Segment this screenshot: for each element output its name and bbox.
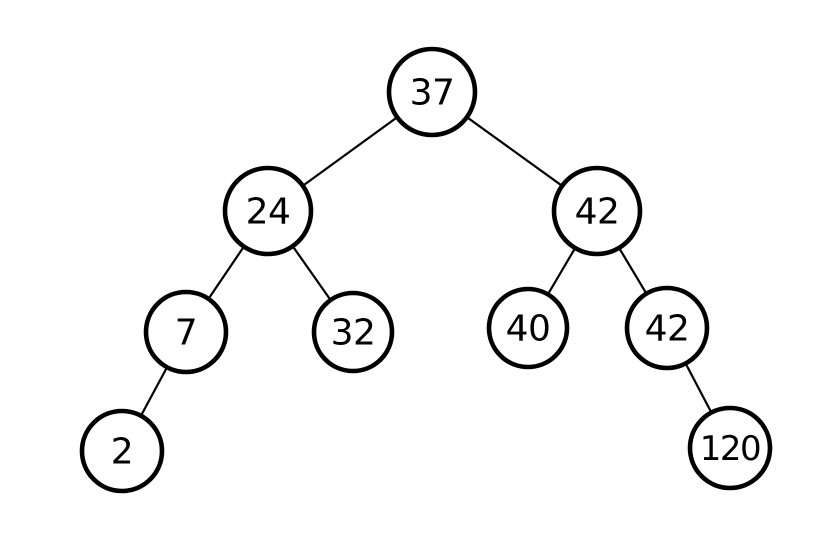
node-circle <box>687 405 773 491</box>
node-circle <box>222 165 314 257</box>
node-label: 2 <box>111 432 133 473</box>
tree-node[interactable]: 32 <box>311 290 395 374</box>
tree-node[interactable]: 24 <box>222 165 314 257</box>
node-circle <box>386 46 478 138</box>
node-circle <box>311 290 395 374</box>
tree-node[interactable]: 42 <box>551 165 643 257</box>
tree-edge-n24-to-n32 <box>291 244 333 303</box>
tree-edge-n37-to-n42a <box>464 115 565 188</box>
node-circle <box>486 286 570 370</box>
node-label: 120 <box>700 429 760 469</box>
tree-edge-n24-to-n7 <box>206 244 246 301</box>
tree-edge-n42b-to-n120 <box>684 361 713 415</box>
node-label: 7 <box>175 313 197 354</box>
tree-edge-n7-to-n2 <box>139 365 169 418</box>
tree-edge-n37-to-n24 <box>300 115 400 188</box>
tree-node[interactable]: 37 <box>386 46 478 138</box>
tree-edge-n42a-to-n42b <box>617 245 649 296</box>
node-circle <box>79 408 165 494</box>
tree-edge-n42a-to-n40 <box>546 246 577 297</box>
node-circle <box>624 285 710 371</box>
node-label: 42 <box>645 309 690 350</box>
tree-node[interactable]: 42 <box>624 285 710 371</box>
tree-node[interactable]: 2 <box>79 408 165 494</box>
tree-node[interactable]: 7 <box>143 289 229 375</box>
node-label: 40 <box>506 309 551 350</box>
node-label: 42 <box>575 192 620 233</box>
node-circle <box>551 165 643 257</box>
node-layer: 37 24 42 7 32 40 42 2 120 <box>79 46 773 494</box>
node-label: 37 <box>410 73 455 114</box>
tree-node[interactable]: 120 <box>687 405 773 491</box>
node-label: 32 <box>331 313 376 354</box>
tree-node[interactable]: 40 <box>486 286 570 370</box>
node-label: 24 <box>246 192 291 233</box>
node-circle <box>143 289 229 375</box>
edge-layer <box>139 115 713 418</box>
